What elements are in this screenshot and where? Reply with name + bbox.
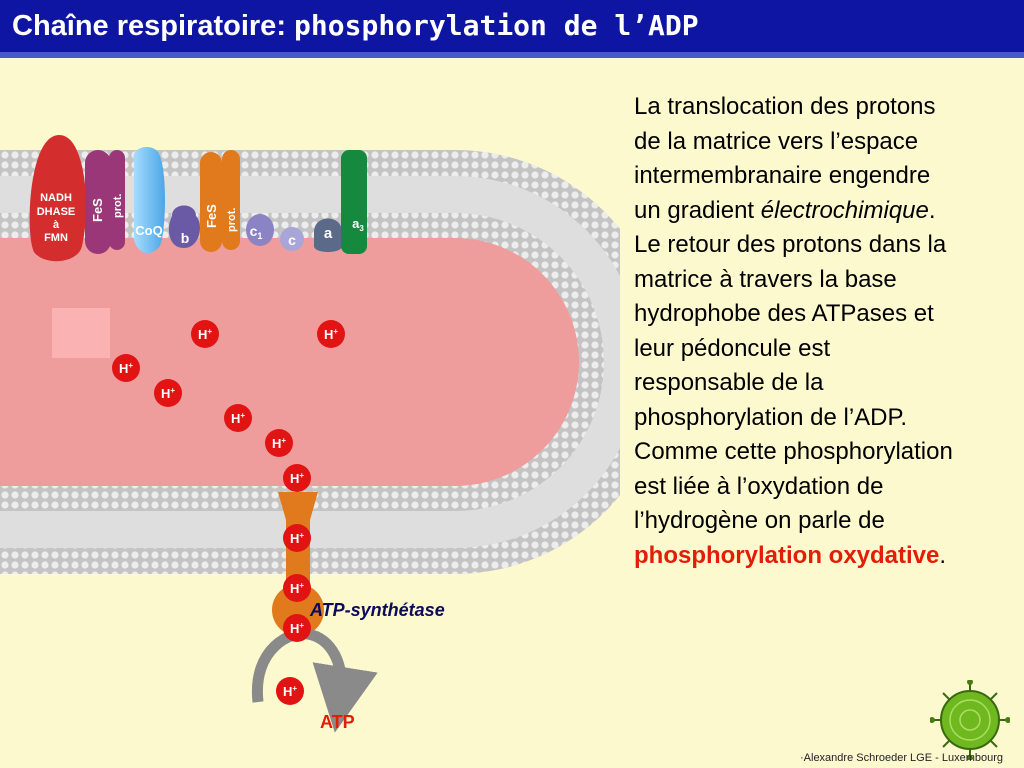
b-label: b (181, 230, 190, 246)
proton-1: H+ (191, 320, 219, 348)
explanation-text: La translocation des protons de la matri… (634, 90, 954, 573)
nadh-label-line4: FMN (44, 232, 68, 244)
svg-text:H+: H+ (161, 386, 175, 401)
proton-2: H+ (317, 320, 345, 348)
svg-text:H+: H+ (231, 411, 245, 426)
fes-1-label: FeS (90, 198, 105, 222)
prot-2-label: prot. (226, 208, 238, 232)
c1-label: c1 (250, 223, 263, 241)
matrix-highlight-square (52, 308, 110, 358)
fes-protein-2 (200, 152, 222, 252)
a3-subscript: 3 (359, 224, 364, 233)
svg-text:H+: H+ (290, 531, 304, 546)
svg-text:H+: H+ (119, 361, 133, 376)
nadh-dehydrogenase-complex (29, 135, 87, 262)
cytochrome-a3 (341, 150, 367, 254)
proton-6: H+ (265, 429, 293, 457)
title-bar-rule (0, 52, 1024, 58)
proton-10: H+ (283, 614, 311, 642)
c-label: c (288, 232, 296, 248)
proton-7: H+ (283, 464, 311, 492)
cytochrome-c1 (246, 214, 274, 246)
cytochrome-c (280, 227, 304, 251)
svg-text:H+: H+ (290, 581, 304, 596)
svg-text:H+: H+ (290, 471, 304, 486)
c1-subscript: 1 (257, 231, 262, 241)
nadh-label-line3: à (53, 219, 60, 231)
mitochondrial-membrane-diagram: NADH DHASE à FMN FeS prot. CoQ b FeS pro… (0, 135, 620, 733)
proton-4: H+ (154, 379, 182, 407)
proton-8: H+ (283, 524, 311, 552)
mitochondrial-matrix (0, 238, 579, 486)
svg-text:H+: H+ (198, 327, 212, 342)
prot-1-label: prot. (112, 194, 124, 218)
coq-complex (133, 146, 165, 254)
svg-text:H+: H+ (324, 327, 338, 342)
proton-5: H+ (224, 404, 252, 432)
cytochrome-a (314, 218, 342, 252)
slide-title: Chaîne respiratoire: phosphorylation de … (12, 8, 699, 44)
prot-protein-1 (109, 150, 125, 250)
proton-3: H+ (112, 354, 140, 382)
nadh-label-line2: DHASE (37, 206, 76, 218)
fes-protein-1 (85, 150, 111, 254)
title-bar (0, 0, 1024, 52)
slide-title-part1: Chaîne respiratoire: (12, 10, 295, 42)
proton-11: H+ (276, 677, 304, 705)
a3-label: a3 (352, 216, 364, 233)
coq-label: CoQ (135, 223, 162, 238)
footer-credit: ·Alexandre Schroeder LGE - Luxembourg (800, 752, 1003, 764)
atp-synthase-label: ATP-synthétase (309, 600, 445, 620)
prot-protein-2 (222, 150, 240, 250)
nadh-label-line1: NADH (40, 192, 72, 204)
c1-letter: c (250, 223, 258, 239)
a-label: a (324, 225, 333, 242)
cytochrome-b (168, 205, 200, 248)
proton-9: H+ (283, 574, 311, 602)
a3-letter: a (352, 216, 360, 231)
svg-text:H+: H+ (283, 684, 297, 699)
svg-text:H+: H+ (290, 621, 304, 636)
text-part-2: . Le retour des protons dans la matrice … (634, 196, 953, 535)
atp-label: ATP (320, 712, 355, 732)
text-part-3: . (939, 541, 947, 569)
text-highlight-phosphorylation-oxydative: phosphorylation oxydative (634, 541, 940, 569)
text-emphasis-electrochimique: électrochimique (760, 196, 929, 224)
fes-2-label: FeS (204, 204, 219, 228)
svg-text:H+: H+ (272, 436, 286, 451)
slide-title-part2: phosphorylation de l’ADP (294, 9, 699, 42)
text-part-1: La translocation des protons de la matri… (634, 93, 936, 224)
virus-logo-icon (930, 680, 1010, 760)
